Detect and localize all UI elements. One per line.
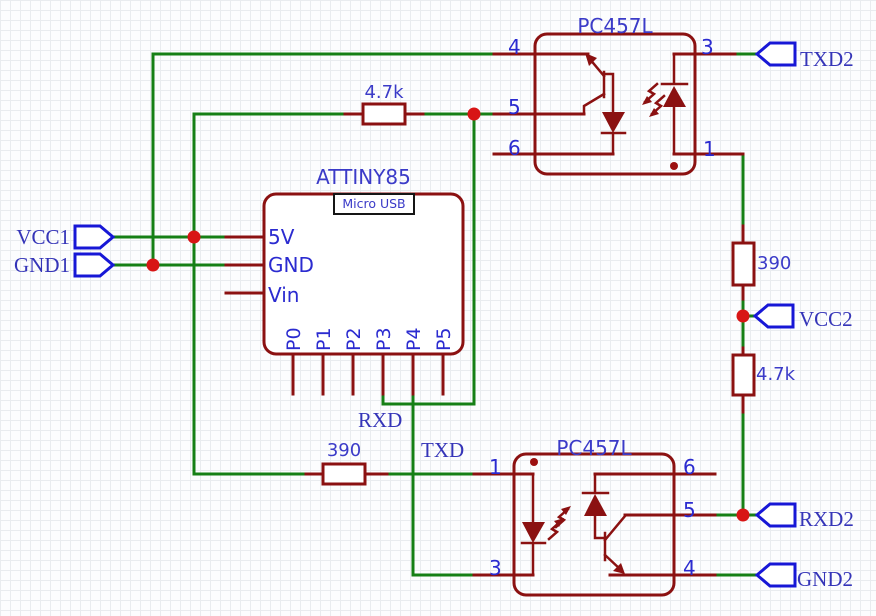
netport-rxd2[interactable] bbox=[754, 502, 797, 528]
mcu-usb-label: Micro USB bbox=[333, 193, 415, 215]
opto-bottom-pin5-number: 5 bbox=[683, 498, 696, 522]
netport-gnd2[interactable] bbox=[754, 562, 797, 588]
wire-txd[interactable] bbox=[411, 392, 476, 577]
resistor-body[interactable] bbox=[361, 102, 407, 126]
opto-top-pin3-number: 3 bbox=[701, 35, 714, 59]
mcu-attiny85[interactable] bbox=[224, 192, 465, 396]
diode-triangle-icon bbox=[602, 112, 625, 133]
netport-flag-icon[interactable] bbox=[754, 502, 797, 528]
light-arrow-icon bbox=[643, 82, 659, 104]
junction-dot-icon bbox=[187, 230, 201, 244]
opto-bottom-pin3-number: 3 bbox=[489, 556, 502, 580]
mcu-pin-label-p0: P0 bbox=[283, 327, 305, 351]
netport-flag-icon[interactable] bbox=[752, 303, 795, 329]
resistor-390-right[interactable] bbox=[731, 224, 756, 301]
mcu-pin-label-p4: P4 bbox=[403, 327, 425, 351]
resistor-body[interactable] bbox=[731, 353, 756, 397]
netport-vcc2[interactable] bbox=[752, 303, 795, 329]
mcu-pin-label-vin: Vin bbox=[268, 283, 300, 307]
net-label-vcc1[interactable]: VCC1 bbox=[16, 225, 70, 249]
net-label-rxd2[interactable]: RXD2 bbox=[799, 507, 854, 531]
netport-txd2[interactable] bbox=[754, 41, 797, 67]
diode-cathode-line[interactable] bbox=[581, 472, 610, 495]
pin1-marker-dot-icon bbox=[530, 458, 538, 466]
net-label-vcc2[interactable]: VCC2 bbox=[799, 307, 853, 331]
led-triangle-icon bbox=[522, 522, 545, 543]
opto-bottom-pin6-number: 6 bbox=[683, 455, 696, 479]
net-label-gnd2[interactable]: GND2 bbox=[797, 567, 853, 591]
net-label-txd[interactable]: TXD bbox=[421, 438, 465, 462]
diode-cathode-line[interactable] bbox=[600, 131, 627, 156]
junction-dot-icon bbox=[467, 107, 481, 121]
netport-flag-icon[interactable] bbox=[73, 252, 116, 278]
mcu-pin-label-p3: P3 bbox=[373, 327, 395, 351]
opto-top-pin6-number: 6 bbox=[508, 136, 521, 160]
mcu-pin-label-gnd: GND bbox=[268, 253, 314, 277]
wire-gnd1-to-opto1-pin4[interactable] bbox=[151, 52, 497, 267]
mcu-pin-label-p2: P2 bbox=[343, 327, 365, 351]
opto-body[interactable] bbox=[533, 32, 697, 176]
light-arrow-icon bbox=[554, 507, 570, 529]
net-label-txd2[interactable]: TXD2 bbox=[800, 47, 854, 71]
diode-anode-line[interactable] bbox=[602, 72, 615, 114]
diode-triangle-icon bbox=[584, 494, 607, 516]
led-cathode-line[interactable] bbox=[660, 52, 689, 86]
opto-bottom-pin4-number: 4 bbox=[683, 556, 696, 580]
mcu-pin-label-p5: P5 bbox=[433, 327, 455, 351]
netport-flag-icon[interactable] bbox=[754, 41, 797, 67]
netport-flag-icon[interactable] bbox=[73, 224, 116, 250]
opto-top-title[interactable]: PC457L bbox=[577, 14, 653, 38]
netport-vcc1[interactable] bbox=[73, 224, 116, 250]
net-label-rxd[interactable]: RXD bbox=[358, 408, 403, 432]
opto-body[interactable] bbox=[512, 452, 676, 597]
resistor-390-bottom-value[interactable]: 390 bbox=[326, 440, 362, 461]
led-cathode-line[interactable] bbox=[520, 541, 547, 577]
mcu-pin-label-p1: P1 bbox=[313, 327, 335, 351]
led-triangle-icon bbox=[663, 86, 686, 107]
resistor-390-bottom[interactable] bbox=[304, 462, 389, 486]
wire-rxd[interactable] bbox=[381, 112, 476, 406]
opto-bottom-pin1-number: 1 bbox=[489, 455, 502, 479]
opto-top-pin5-number: 5 bbox=[508, 95, 521, 119]
light-arrowhead-icon bbox=[554, 518, 564, 527]
opto-bottom-pc457l[interactable] bbox=[472, 452, 717, 597]
netport-gnd1[interactable] bbox=[73, 252, 116, 278]
light-arrowhead-icon bbox=[649, 108, 659, 117]
opto-top-pin4-number: 4 bbox=[508, 35, 521, 59]
opto-top-pin1-number: 1 bbox=[703, 137, 716, 161]
emitter-arrow-icon bbox=[613, 563, 625, 574]
opto-bottom-title[interactable]: PC457L bbox=[556, 436, 632, 460]
transistor-collector[interactable] bbox=[582, 92, 606, 116]
netport-flag-icon[interactable] bbox=[754, 562, 797, 588]
mcu-title[interactable]: ATTINY85 bbox=[316, 165, 411, 189]
resistor-4k7-right-value[interactable]: 4.7k bbox=[756, 364, 796, 385]
resistor-body[interactable] bbox=[321, 462, 367, 486]
junction-dot-icon bbox=[736, 508, 750, 522]
mcu-pin-label-5v: 5V bbox=[268, 225, 295, 249]
opto-top-pc457l[interactable] bbox=[492, 32, 745, 176]
transistor-collector[interactable] bbox=[603, 514, 627, 542]
emitter-arrow-icon bbox=[585, 53, 597, 66]
junction-dot-icon bbox=[146, 258, 160, 272]
diode-anode-line[interactable] bbox=[593, 514, 607, 540]
resistor-4k7-right[interactable] bbox=[731, 346, 756, 414]
light-arrowhead-icon bbox=[642, 96, 652, 105]
resistor-body[interactable] bbox=[731, 241, 756, 287]
net-label-gnd1[interactable]: GND1 bbox=[14, 253, 70, 277]
light-arrow-icon bbox=[650, 94, 666, 116]
resistor-4k7-top[interactable] bbox=[343, 102, 425, 126]
wire-vcc1-vertical[interactable] bbox=[192, 112, 347, 476]
resistor-4k7-top-value[interactable]: 4.7k bbox=[364, 82, 404, 103]
light-arrowhead-icon bbox=[561, 506, 571, 515]
junction-dot-icon bbox=[736, 309, 750, 323]
pin1-marker-dot-icon bbox=[670, 162, 678, 170]
resistor-390-right-value[interactable]: 390 bbox=[757, 253, 792, 274]
